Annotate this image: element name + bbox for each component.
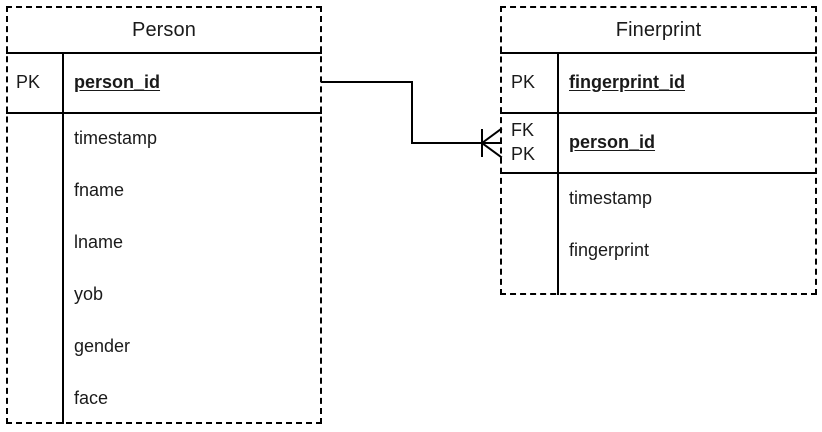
person-header-rule: [6, 52, 322, 54]
fingerprint-row-1-key-label-pk: PK: [511, 144, 536, 164]
person-row-5-name[interactable]: gender: [74, 320, 130, 372]
fingerprint-row-1-name-label: person_id: [569, 131, 656, 152]
person-row-6-name[interactable]: face: [74, 372, 108, 424]
fingerprint-row-3-name[interactable]: fingerprint: [569, 224, 649, 276]
person-row-2-name-label: fname: [74, 179, 125, 200]
entity-person-title: Person: [132, 18, 196, 41]
relationship-line: [321, 81, 483, 144]
fingerprint-pk-rule: [500, 112, 817, 114]
fingerprint-row-1-name[interactable]: person_id: [569, 112, 655, 172]
person-row-3-name[interactable]: lname: [74, 216, 123, 268]
person-row-0-name-label: person_id: [74, 71, 161, 92]
fingerprint-column-divider: [557, 52, 559, 295]
fingerprint-row-1-key: FK PK: [511, 112, 557, 172]
fingerprint-row-3-name-label: fingerprint: [569, 239, 650, 260]
person-row-4-name[interactable]: yob: [74, 268, 103, 320]
entity-person[interactable]: Person PK person_id timestamp fname lnam…: [6, 6, 322, 424]
person-row-6-name-label: face: [74, 387, 109, 408]
person-row-4-name-label: yob: [74, 283, 104, 304]
person-row-0-key: PK: [16, 52, 62, 112]
crowsfoot-prong-upper: [480, 127, 503, 145]
person-row-3-name-label: lname: [74, 231, 124, 252]
fingerprint-row-0-name[interactable]: fingerprint_id: [569, 52, 685, 112]
fingerprint-row-2-name-label: timestamp: [569, 187, 653, 208]
person-pk-rule: [6, 112, 322, 114]
fingerprint-row-0-name-label: fingerprint_id: [569, 71, 685, 92]
fingerprint-row-1-key-label-fk: FK: [511, 120, 535, 140]
fingerprint-fk-rule: [500, 172, 817, 174]
person-row-5-name-label: gender: [74, 335, 131, 356]
fingerprint-row-2-name[interactable]: timestamp: [569, 172, 652, 224]
crowsfoot-prong-lower: [480, 141, 503, 159]
person-row-0-name[interactable]: person_id: [74, 52, 160, 112]
person-column-divider: [62, 52, 64, 424]
fingerprint-row-0-key: PK: [511, 52, 557, 112]
entity-fingerprint-title: Finerprint: [615, 18, 702, 41]
person-row-1-name-label: timestamp: [74, 127, 158, 148]
person-row-1-name[interactable]: timestamp: [74, 112, 157, 164]
person-row-0-key-label: PK: [16, 72, 41, 92]
fingerprint-row-0-key-label: PK: [511, 72, 536, 92]
fingerprint-header-rule: [500, 52, 817, 54]
person-row-2-name[interactable]: fname: [74, 164, 124, 216]
entity-fingerprint[interactable]: Finerprint PK fingerprint_id FK PK perso…: [500, 6, 817, 295]
